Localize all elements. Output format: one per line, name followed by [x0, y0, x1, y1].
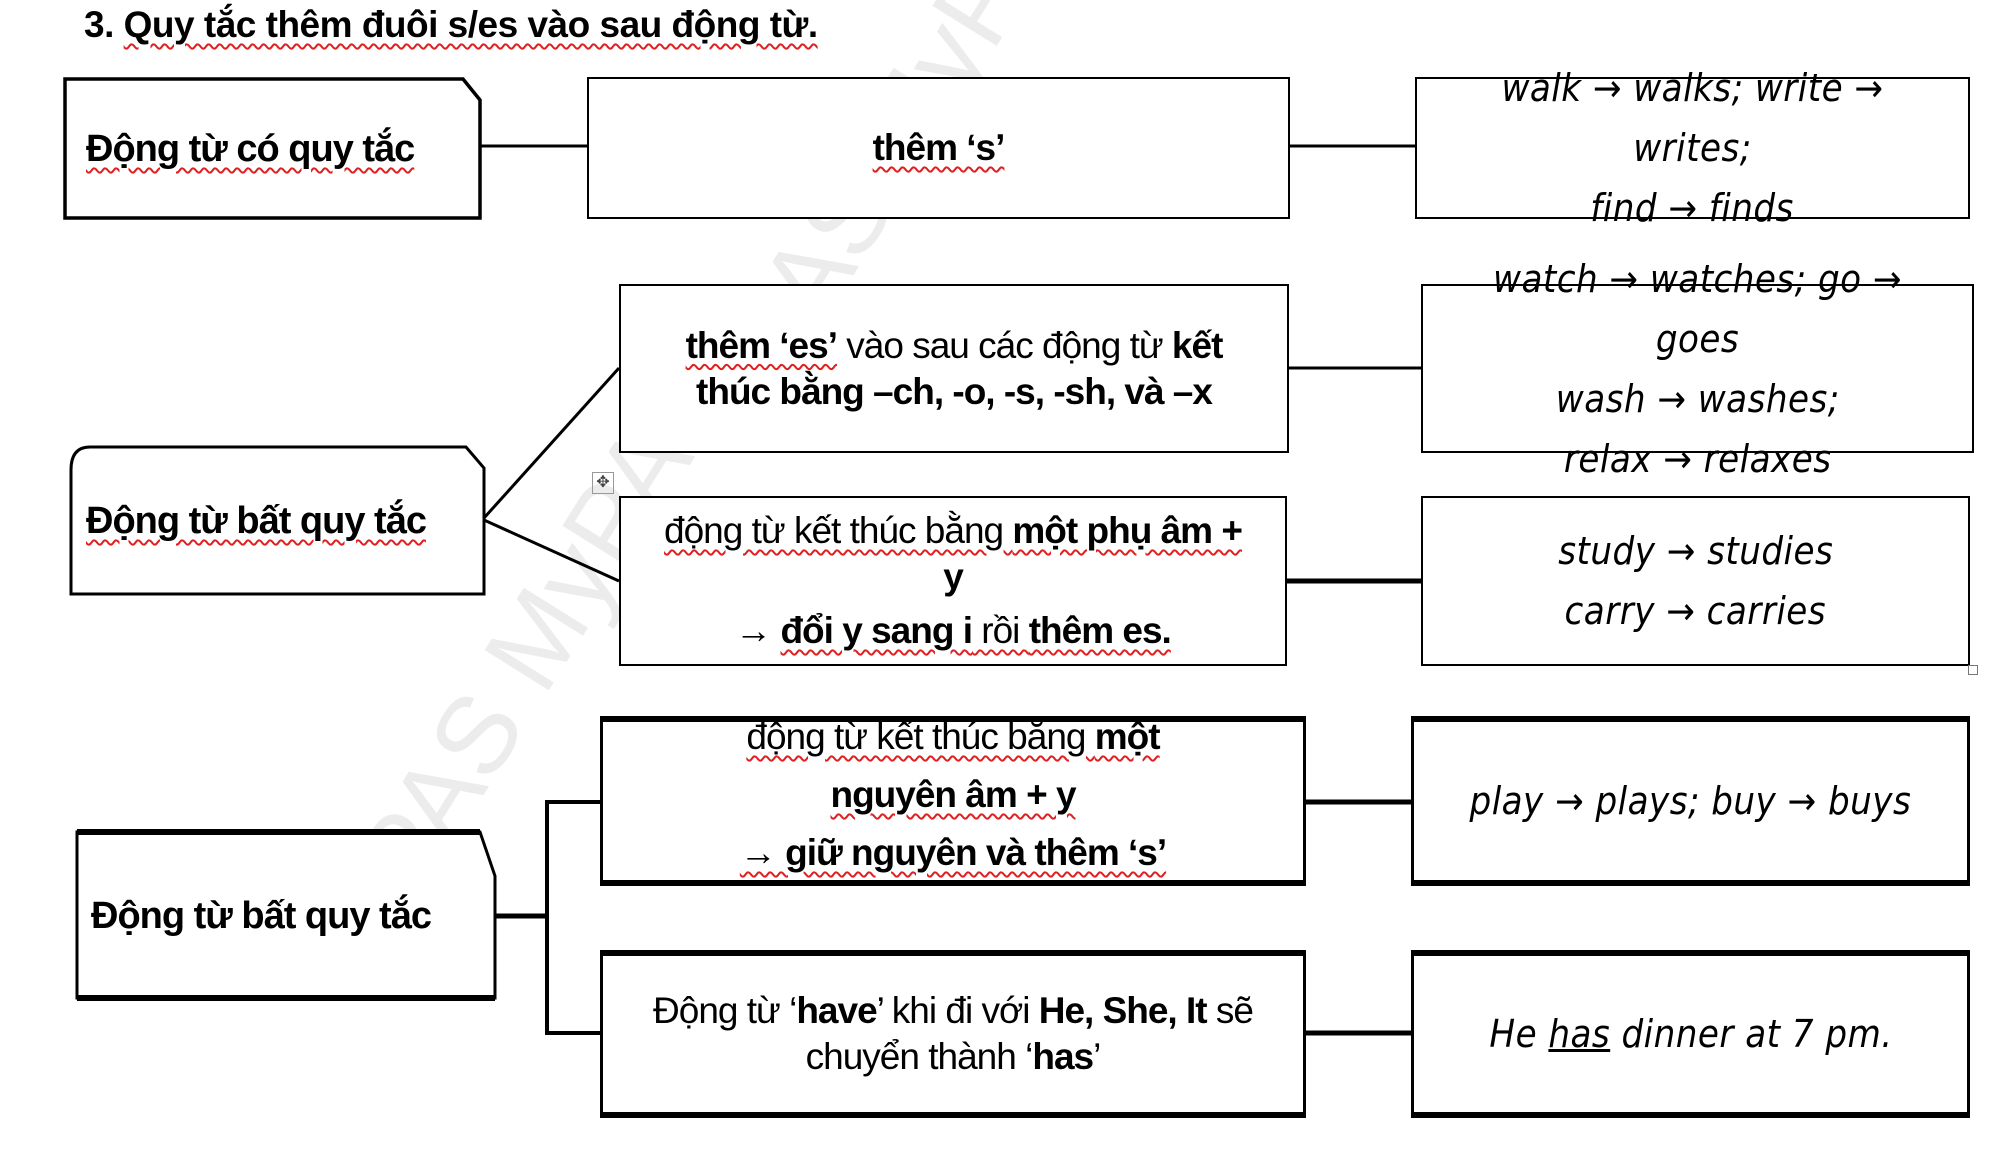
rule-box-have: Động từ ‘have’ khi đi với He, She, It sẽ… [600, 950, 1306, 1118]
example-line: walk → walks; write → writes; [1501, 66, 1884, 170]
rule-text: has [1032, 1036, 1094, 1077]
section-title-text: Quy tắc thêm đuôi s/es vào sau động từ. [123, 4, 818, 45]
rule-text: He, She, It [1038, 990, 1208, 1031]
example-box-add-s: walk → walks; write → writes; find → fin… [1415, 66, 1970, 230]
rule-text: have [796, 990, 877, 1031]
category-label-irregular: Động từ bất quy tắc [86, 500, 427, 542]
arrow-icon: → [735, 610, 781, 651]
example-text-underlined: has [1547, 1012, 1610, 1056]
example-line: relax → relaxes [1563, 436, 1832, 481]
example-line: wash → washes; [1555, 376, 1840, 421]
move-handle-icon[interactable]: ✥ [592, 472, 614, 494]
example-line: study → studies [1558, 529, 1833, 573]
rule-text: một [1094, 716, 1161, 757]
example-box-add-es: watch → watches; go → goes wash → washes… [1421, 257, 1974, 481]
rule-text: động từ kết thúc bằng [746, 716, 1095, 757]
example-text: dinner at 7 pm. [1609, 1012, 1893, 1056]
rule-text: động từ kết thúc bằng [664, 510, 1013, 551]
rule-text: ’ khi đi với [876, 990, 1039, 1031]
section-number: 3. [84, 4, 114, 45]
rule-text: thêm ‘s’ [872, 127, 1006, 168]
rule-box-consonant-y: động từ kết thúc bằng một phụ âm + y → đ… [619, 496, 1287, 666]
example-line: play → plays; buy → buys [1469, 779, 1912, 823]
example-text: He [1488, 1012, 1548, 1056]
example-line: watch → watches; go → goes [1493, 256, 1902, 361]
rule-text: thúc bằng –ch, -o, -s, -sh, và –x [696, 370, 1213, 412]
section-title: 3. Quy tắc thêm đuôi s/es vào sau động t… [84, 4, 818, 46]
category-box-regular [63, 77, 482, 220]
rule-text: ’ [1093, 1036, 1101, 1077]
rule-text: vào sau các động từ [836, 324, 1172, 366]
rule-text: rồi [972, 610, 1029, 651]
example-box-vowel-y: play → plays; buy → buys [1411, 716, 1970, 886]
example-box-have: He has dinner at 7 pm. [1411, 950, 1970, 1118]
resize-handle[interactable] [1968, 665, 1978, 675]
rule-box-vowel-y: động từ kết thúc bằng một nguyên âm + y … [600, 716, 1306, 886]
rule-box-add-s: thêm ‘s’ [587, 77, 1290, 219]
rule-box-add-es: thêm ‘es’ vào sau các động từ kết thúc b… [619, 284, 1289, 453]
rule-text: nguyên âm + y [830, 774, 1076, 815]
rule-text: sẽ [1206, 990, 1254, 1031]
rule-text: kết [1171, 324, 1223, 366]
category-label-irregular: Động từ bất quy tắc [91, 895, 432, 937]
rule-text: một phụ âm + [1012, 510, 1243, 551]
example-line: find → finds [1590, 186, 1795, 230]
rule-text: thêm es. [1028, 610, 1172, 651]
rule-text: Động từ ‘ [653, 990, 797, 1031]
rule-text: chuyển thành ‘ [805, 1036, 1034, 1077]
rule-text: → giữ nguyên và thêm ‘s’ [739, 832, 1167, 873]
example-box-consonant-y: study → studies carry → carries [1421, 496, 1970, 666]
category-box-irregular-1 [69, 445, 486, 596]
rule-text: y [943, 556, 964, 597]
rule-text: thêm ‘es’ [685, 324, 838, 366]
category-label-regular: Động từ có quy tắc [86, 128, 415, 170]
rule-text: đổi y sang i [780, 610, 973, 651]
example-line: carry → carries [1564, 589, 1827, 633]
